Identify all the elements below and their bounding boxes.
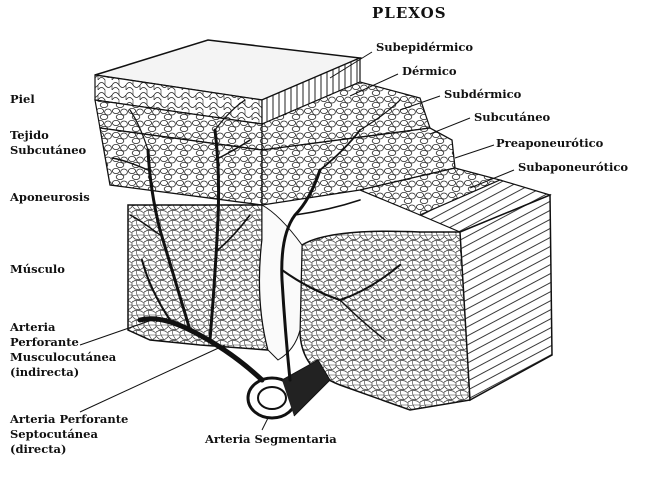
plexus-label-preaponeurotico: Preaponeurótico [496, 136, 603, 151]
plexus-label-subepidermico: Subepidérmico [376, 40, 473, 55]
layer-label-musculo: Músculo [10, 262, 65, 277]
label-line: Arteria [10, 320, 116, 335]
label-line: Perforante [10, 335, 116, 350]
label-line: Septocutánea [10, 427, 128, 442]
layer-label-piel: Piel [10, 92, 35, 107]
label-arteria-segmentaria: Arteria Segmentaria [205, 432, 337, 447]
label-line: Arteria Perforante [10, 412, 128, 427]
label-line: Musculocutánea [10, 350, 116, 365]
layer-label-tejido-subcutaneo: Tejido Subcutáneo [10, 128, 90, 158]
plexus-label-subcutaneo: Subcutáneo [474, 110, 550, 125]
plexus-label-subdermico: Subdérmico [444, 87, 521, 102]
label-line: (directa) [10, 442, 128, 457]
layer-label-aponeurosis: Aponeurosis [10, 190, 90, 205]
label-line: (indirecta) [10, 365, 116, 380]
plexus-label-subaponeurotico: Subaponeurótico [518, 160, 628, 175]
diagram-title: PLEXOS [372, 6, 447, 21]
label-arteria-musculocutanea: Arteria Perforante Musculocutánea (indir… [10, 320, 116, 380]
label-arteria-septocutanea: Arteria Perforante Septocutánea (directa… [10, 412, 128, 457]
plexus-label-dermico: Dérmico [402, 64, 457, 79]
